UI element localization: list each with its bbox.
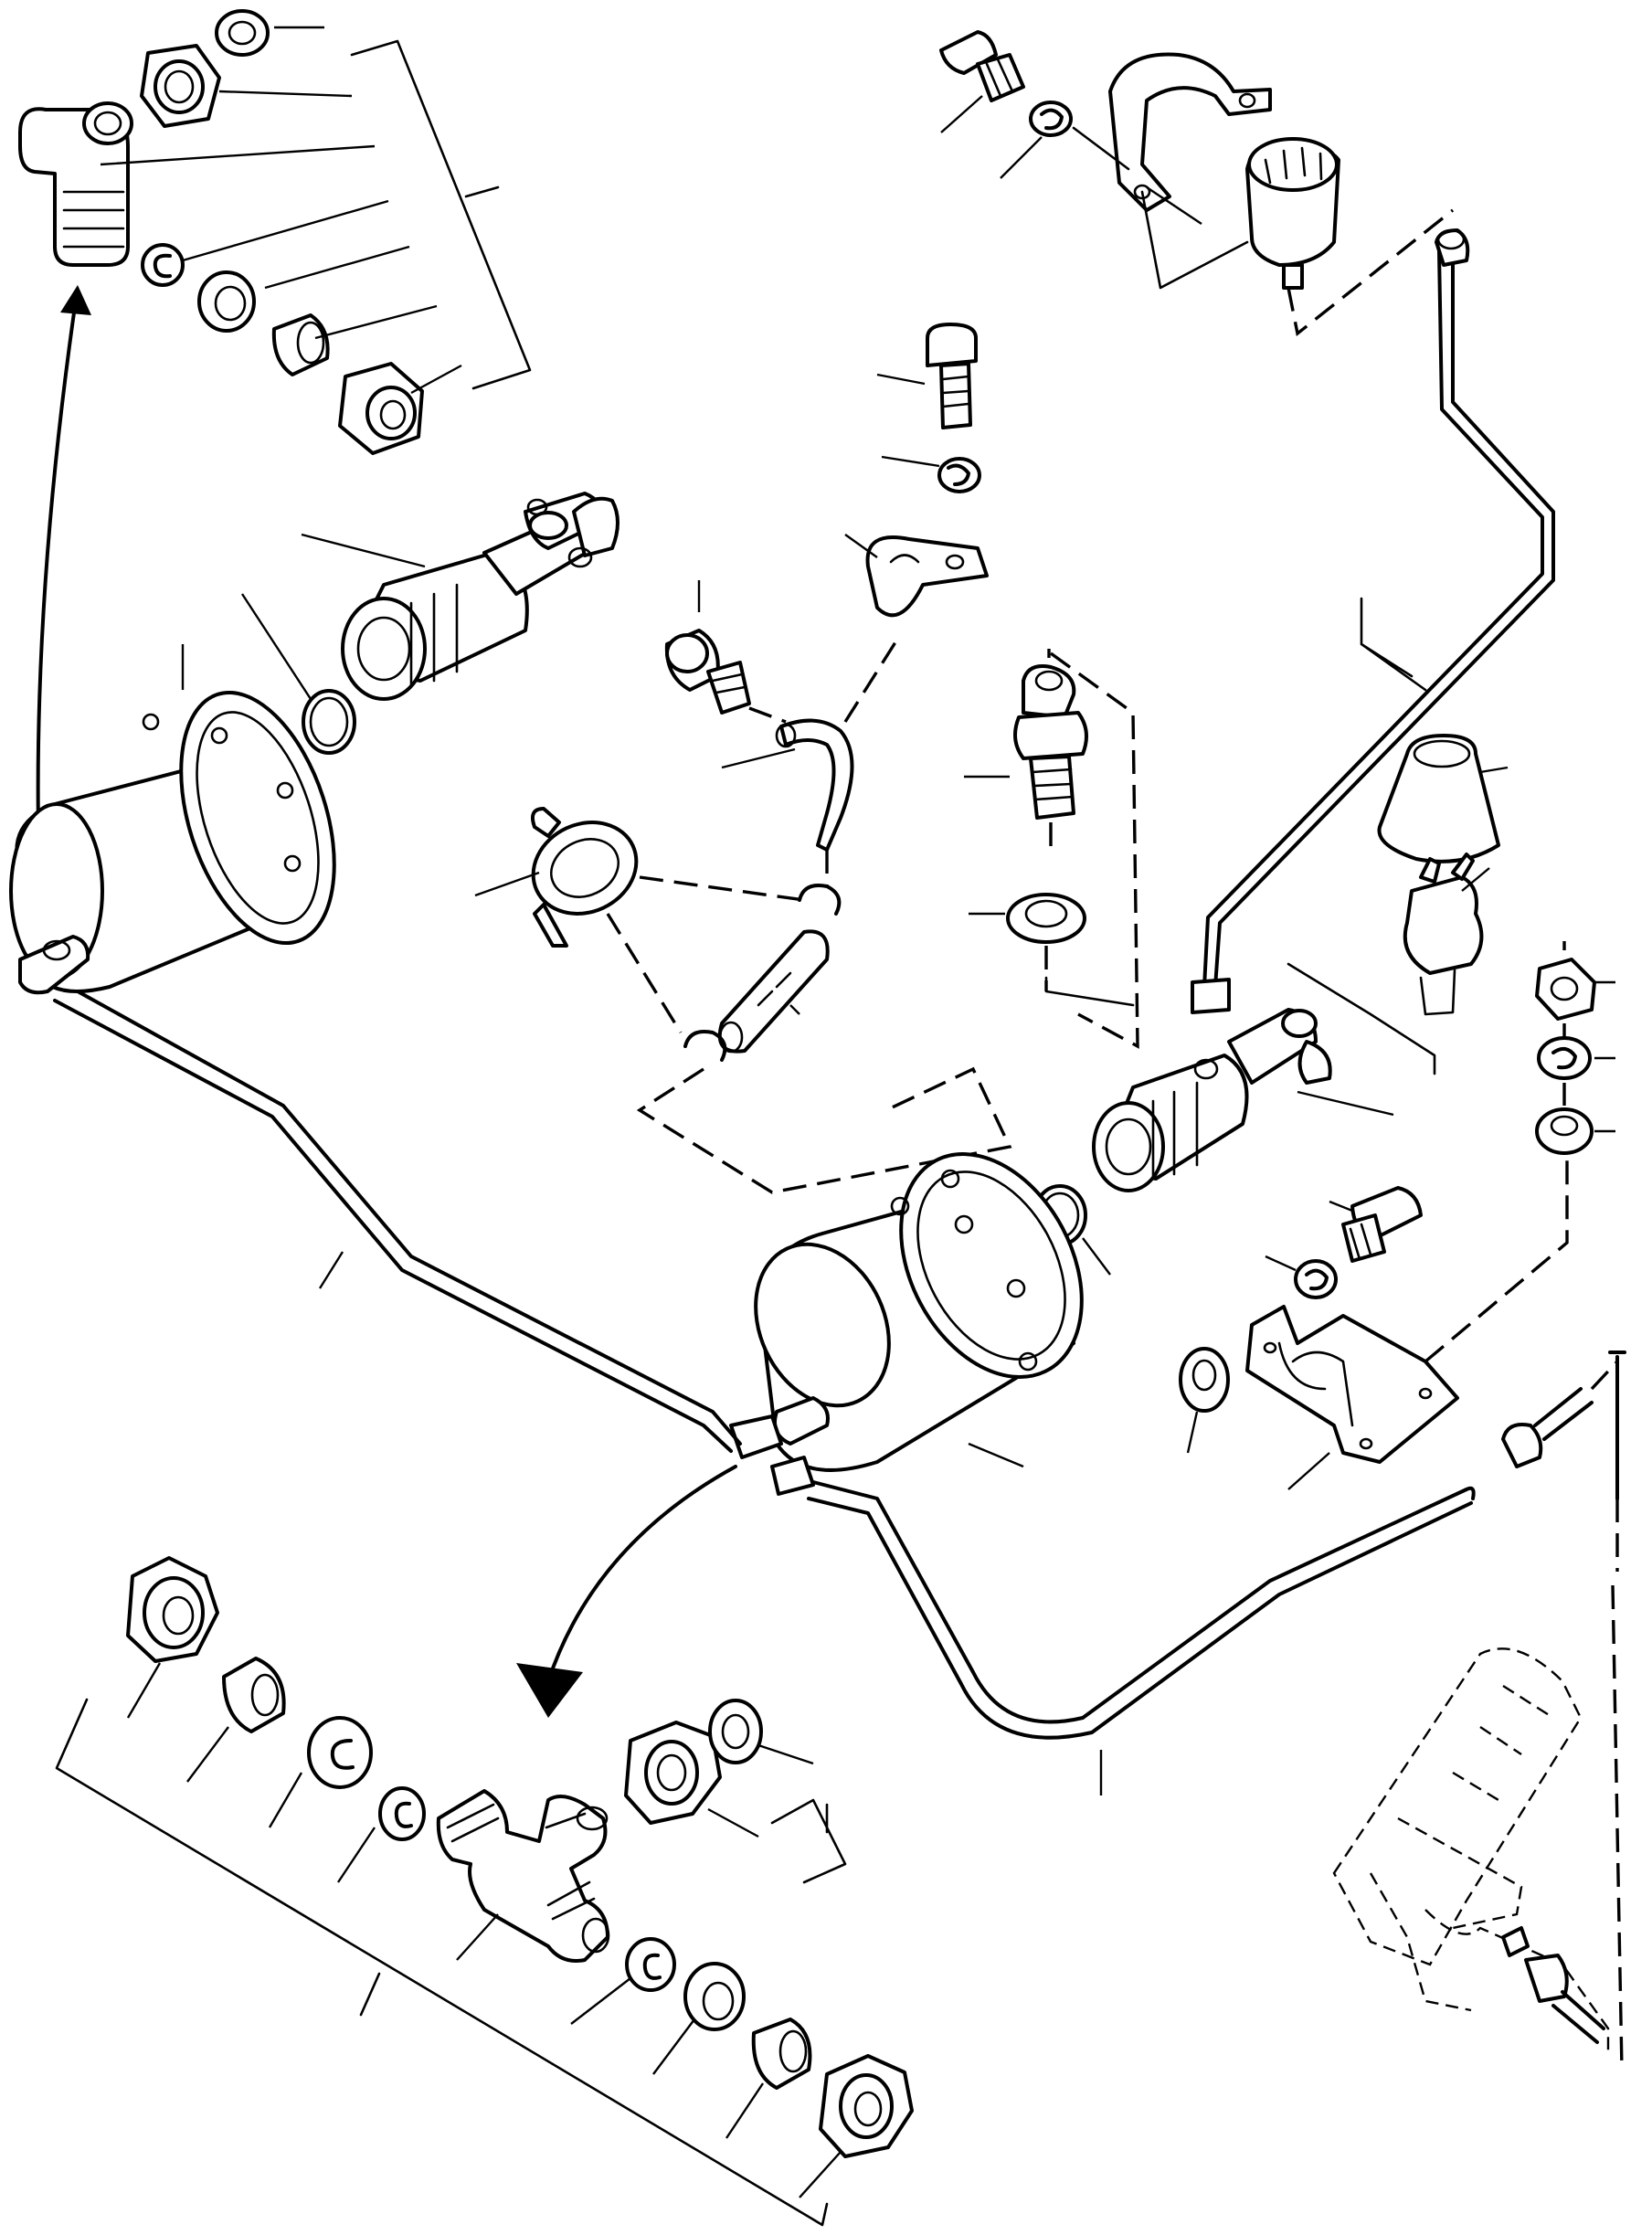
hex-nut-top xyxy=(140,44,221,128)
hex-nut-bottom-right xyxy=(624,1721,722,1825)
washer-lower-right xyxy=(1294,1259,1338,1299)
lock-washer-center xyxy=(937,457,981,493)
bracket-leader-pipe xyxy=(1360,597,1427,692)
copper-washer-right xyxy=(1006,893,1086,944)
olive-bottom-1 xyxy=(378,1786,426,1841)
fluid-reservoir xyxy=(1245,137,1340,290)
reservoir-bracket xyxy=(1108,52,1272,212)
pressure-switch xyxy=(1403,853,1484,1016)
assembly-line-hose-lower xyxy=(636,1066,1012,1194)
hose-clamp xyxy=(531,807,639,948)
valve-body-right xyxy=(1092,1008,1332,1192)
insert-bottom-1 xyxy=(222,1657,286,1733)
washer-bottom-right xyxy=(708,1699,763,1764)
mounting-bracket xyxy=(1245,1305,1459,1464)
bolt-top-right xyxy=(939,30,1025,102)
clip-ring-b xyxy=(683,1030,727,1062)
hex-nut-bottom-1 xyxy=(126,1556,219,1663)
olive-ring-1 xyxy=(141,243,185,287)
clevis-rod-right xyxy=(1501,1360,1619,1572)
insert-1 xyxy=(271,313,330,376)
hex-nut-2 xyxy=(338,362,424,455)
servo-cylinder-center xyxy=(729,1152,1084,1496)
bolt-lower-right xyxy=(1341,1186,1423,1263)
bracket-leader-top-right xyxy=(1140,190,1249,290)
washer-top-right xyxy=(1029,101,1073,137)
nut-stack-2 xyxy=(1537,1036,1592,1080)
group-bracket-bottom-left xyxy=(55,1698,829,2227)
rubber-boot xyxy=(1377,734,1500,863)
spacer-washer xyxy=(1179,1347,1230,1413)
servo-cylinder-left xyxy=(9,690,336,995)
bolt-center xyxy=(926,323,978,429)
nut-stack-3 xyxy=(1535,1107,1594,1155)
brake-pipe-center-right xyxy=(807,1480,1476,1740)
assembly-line-hose-upper xyxy=(606,634,902,1033)
elbow-fitting xyxy=(18,101,133,267)
hex-nut-bottom-2 xyxy=(819,2054,914,2158)
union-fitting xyxy=(1013,664,1088,820)
o-ring-left xyxy=(302,689,356,755)
arrow-down-icon xyxy=(516,1465,737,1718)
elbow-fitting-assembly xyxy=(18,9,532,916)
group-bracket-top-left xyxy=(350,39,532,390)
sleeve-1 xyxy=(197,270,256,333)
clip-ring-a xyxy=(798,884,842,916)
nut-stack-1 xyxy=(1535,958,1596,1021)
insert-bottom-2 xyxy=(751,2018,812,2090)
hose-small xyxy=(775,718,854,852)
hose-large xyxy=(717,929,830,1054)
brake-pipe-right xyxy=(1191,228,1555,1014)
brake-pipe-left-center xyxy=(53,990,742,1453)
leader-lines-top-left xyxy=(100,26,462,395)
washer-top xyxy=(215,9,270,57)
bleed-fitting-center xyxy=(664,629,751,715)
sleeve-bottom-2 xyxy=(683,1962,746,2031)
group-bracket-bottom-right xyxy=(770,1798,847,1884)
brake-pedal-phantom xyxy=(1332,1351,1626,2056)
pipe-clip-center xyxy=(865,535,989,618)
valve-body-left xyxy=(341,492,620,701)
olive-bottom-2 xyxy=(625,1937,676,1992)
sleeve-bottom-1 xyxy=(307,1716,373,1789)
tee-fitting xyxy=(436,1789,610,1963)
